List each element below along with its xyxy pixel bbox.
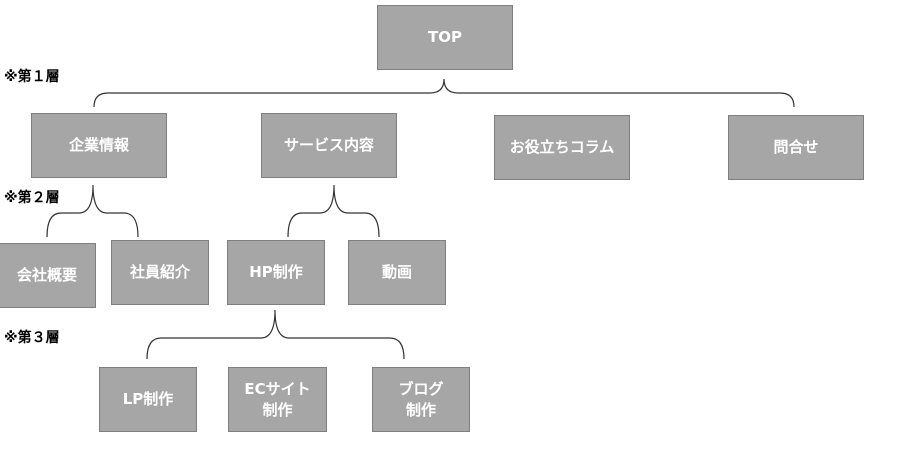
- node-ec-site-line1: ECサイト: [244, 379, 311, 398]
- level-2-label: ※第２層: [4, 190, 60, 206]
- node-top-label: TOP: [428, 28, 462, 46]
- node-hp-production-label: HP制作: [249, 263, 303, 281]
- node-top: TOP: [377, 5, 513, 70]
- node-company-info: 企業情報: [31, 113, 167, 178]
- level-3-label: ※第３層: [4, 330, 60, 346]
- node-video: 動画: [348, 240, 446, 305]
- brace-company-to-level2: [46, 184, 139, 238]
- node-hp-production: HP制作: [227, 240, 325, 305]
- node-company-overview: 会社概要: [0, 243, 96, 308]
- brace-top-to-level1: [93, 78, 795, 108]
- level-1-label: ※第１層: [4, 69, 60, 85]
- node-contact: 問合せ: [728, 115, 864, 180]
- node-lp-production: LP制作: [99, 367, 197, 432]
- node-service-label: サービス内容: [283, 136, 374, 154]
- node-lp-production-label: LP制作: [122, 390, 174, 408]
- node-blog-line1: ブログ: [398, 379, 444, 398]
- brace-hp-to-level3: [146, 309, 405, 360]
- brace-service-to-level2: [287, 184, 380, 238]
- node-column-label: お役立ちコラム: [509, 138, 615, 156]
- node-column: お役立ちコラム: [494, 115, 630, 180]
- node-service: サービス内容: [261, 113, 397, 178]
- node-staff: 社員紹介: [111, 240, 209, 305]
- node-blog-line2: 制作: [405, 400, 436, 419]
- node-video-label: 動画: [381, 263, 412, 281]
- node-ec-site-line2: 制作: [262, 400, 293, 419]
- node-blog-production: ブログ 制作: [372, 367, 470, 432]
- node-contact-label: 問合せ: [773, 138, 819, 156]
- node-company-overview-label: 会社概要: [16, 266, 77, 284]
- node-staff-label: 社員紹介: [129, 263, 190, 281]
- node-company-info-label: 企業情報: [68, 136, 129, 154]
- node-ec-site-production: ECサイト 制作: [228, 367, 327, 432]
